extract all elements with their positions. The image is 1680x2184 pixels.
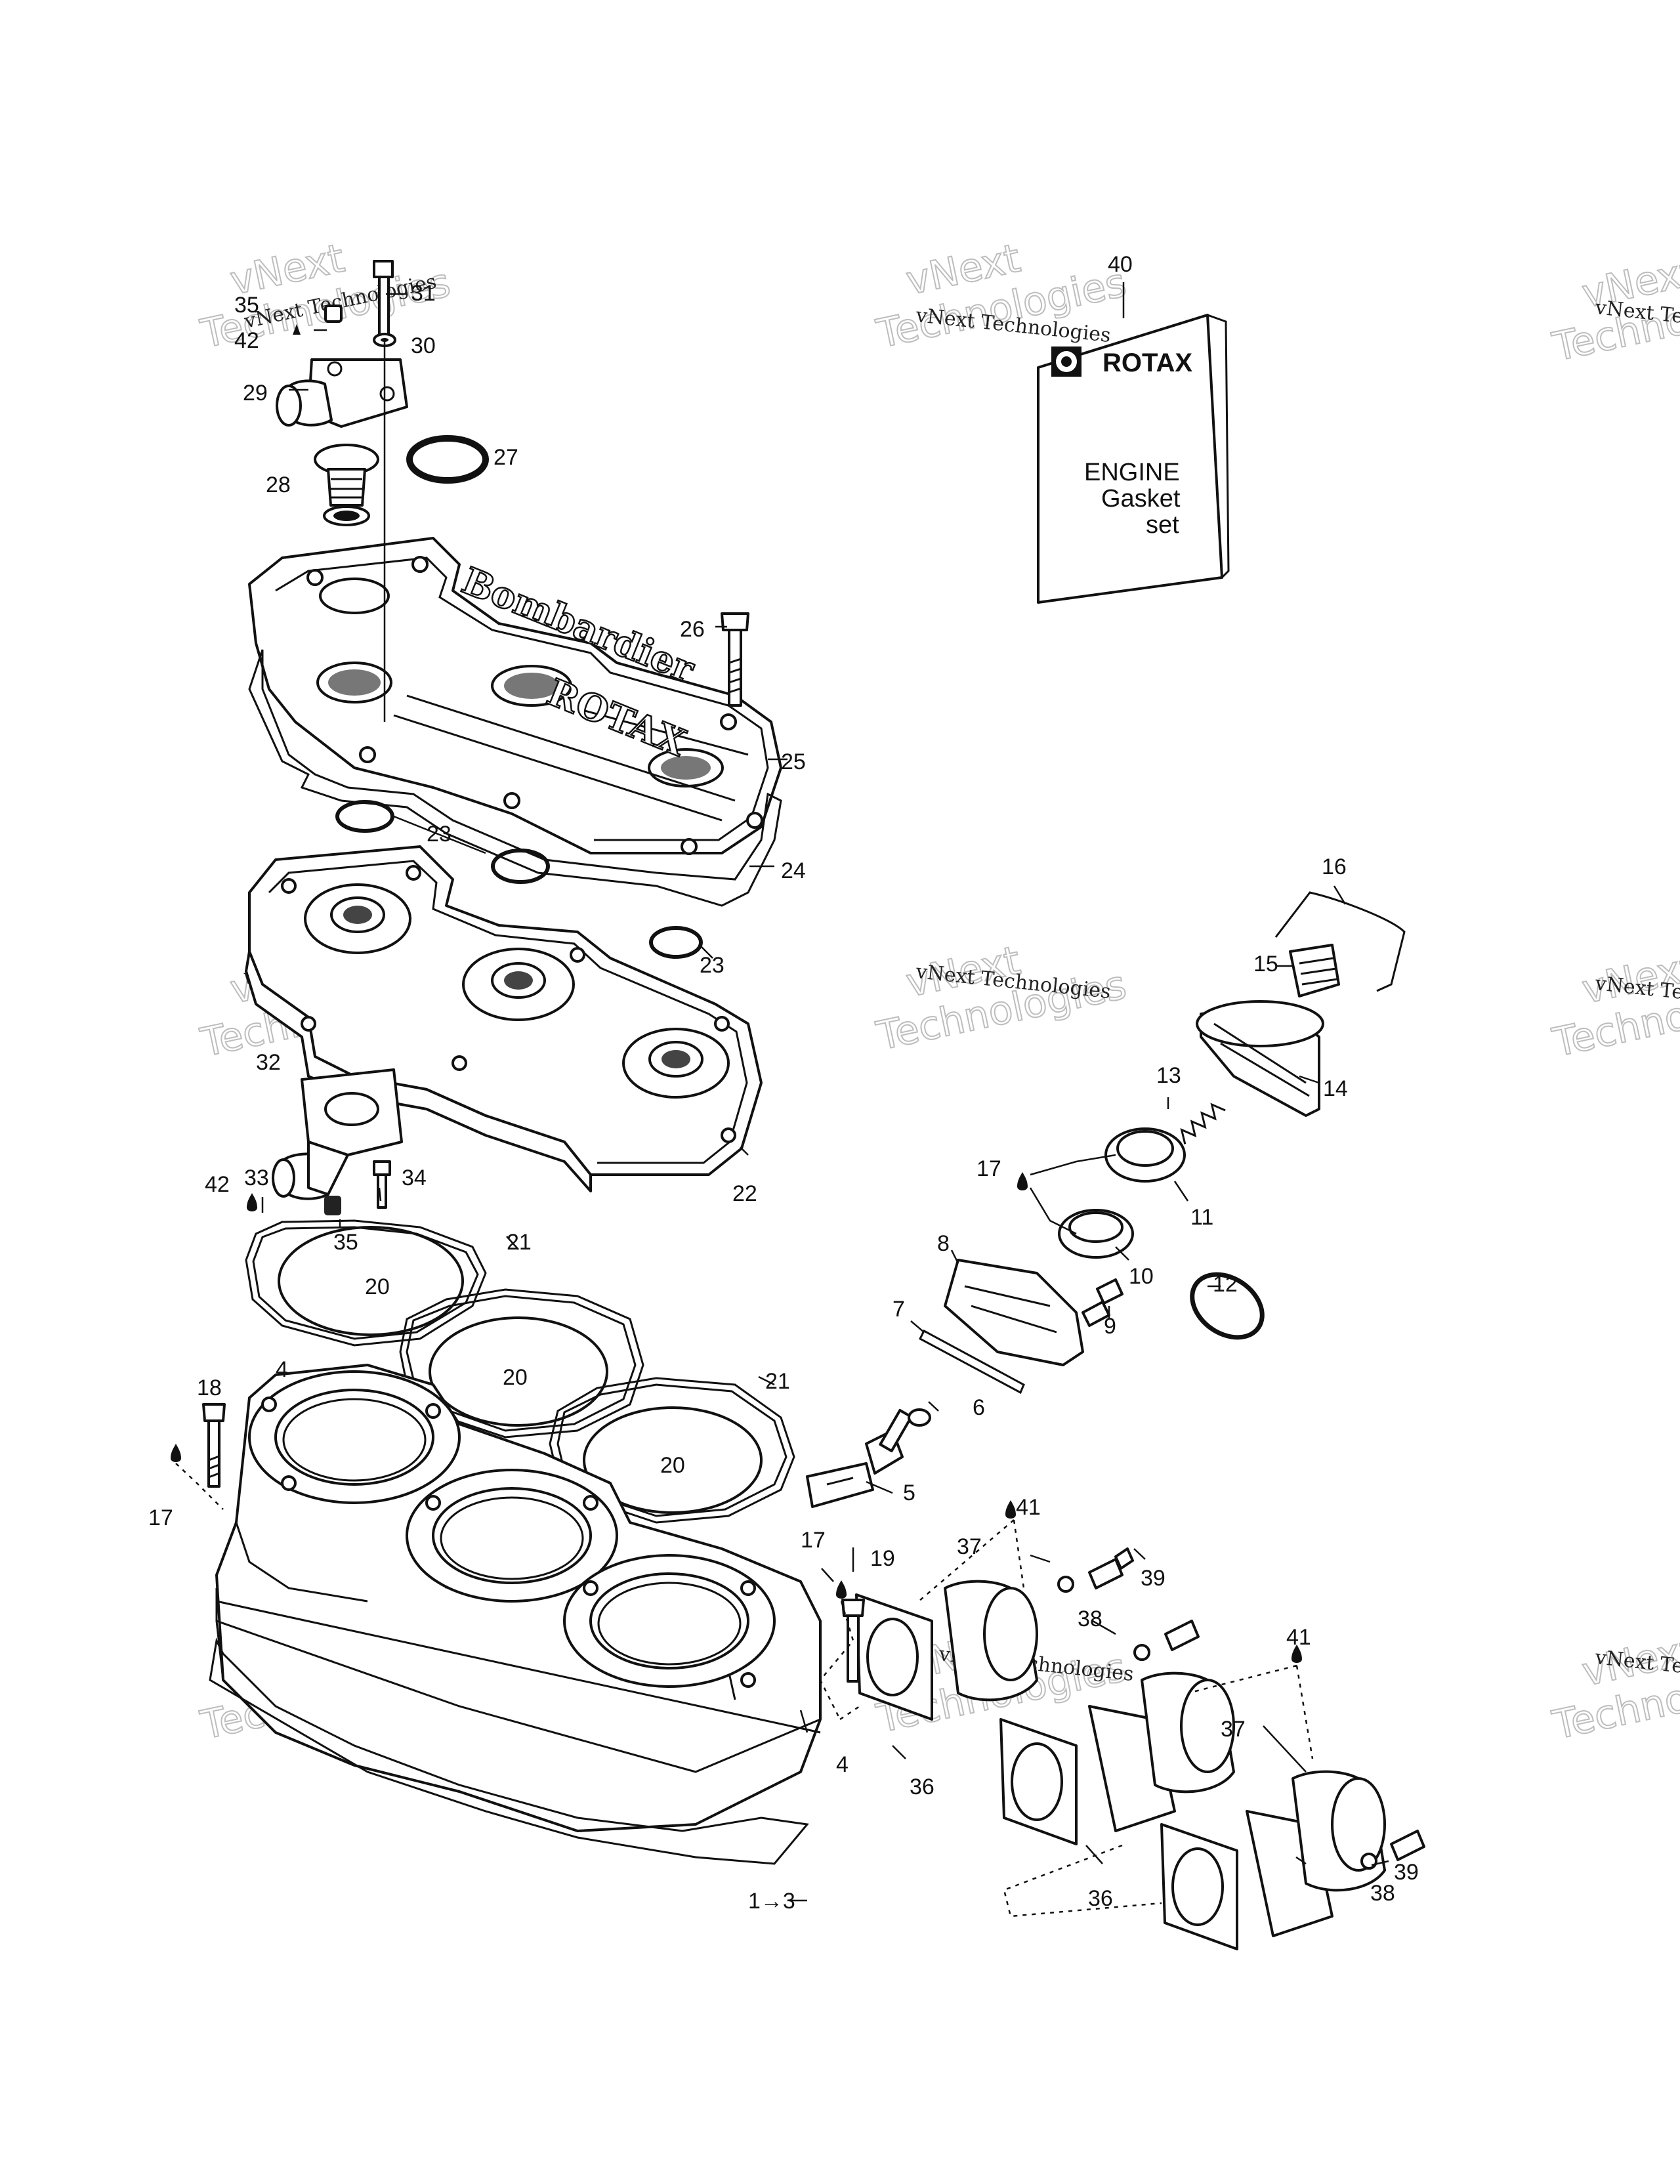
callout: 28 [266, 472, 291, 497]
callout: 8 [937, 1231, 950, 1256]
o-ring [335, 800, 394, 833]
cover-gasket [248, 649, 782, 907]
callout: 29 [243, 381, 268, 406]
callout: 38 [1078, 1606, 1102, 1631]
thermostat-housing-assembly [276, 260, 489, 526]
callout: 6 [973, 1395, 985, 1420]
booklet-line-3: set [1146, 511, 1179, 539]
callout: 19 [870, 1546, 895, 1571]
callout: 17 [976, 1156, 1001, 1181]
leader-lines [175, 282, 1389, 1918]
callout: 39 [1394, 1860, 1419, 1885]
callout: 42 [205, 1172, 230, 1197]
callout: 38 [1370, 1881, 1395, 1906]
callout: 1→3 [748, 1889, 795, 1914]
exhaust-flange-3 [1160, 1770, 1425, 1950]
callout: 20 [365, 1274, 390, 1299]
cylinder-block [215, 1364, 822, 1832]
callout: 14 [1323, 1076, 1348, 1101]
callout: 21 [507, 1230, 532, 1255]
o-ring [649, 926, 703, 959]
callout: 20 [660, 1453, 685, 1478]
water-outlet-assembly [247, 1068, 403, 1215]
callout: 42 [234, 328, 259, 353]
callout: 15 [1253, 952, 1278, 976]
callout: 40 [1108, 252, 1133, 277]
callout: 33 [244, 1166, 269, 1190]
callout: 11 [1190, 1205, 1213, 1230]
callout: 16 [1322, 854, 1347, 879]
callout: 20 [503, 1365, 528, 1390]
cylinder-head-cover: Bombardier ROTAX [248, 537, 782, 855]
callout: 41 [1286, 1625, 1311, 1650]
o-ring [491, 849, 550, 884]
callout: 13 [1156, 1063, 1181, 1088]
booklet-line-1: ENGINE [1084, 459, 1180, 486]
callout: 12 [1213, 1272, 1238, 1297]
callout: 39 [1141, 1566, 1166, 1591]
callout: 17 [801, 1528, 826, 1553]
callout: 41 [1016, 1495, 1041, 1520]
callout: 23 [700, 953, 724, 978]
callout: 4 [836, 1752, 849, 1777]
base-gasket [209, 1637, 809, 1865]
callout: 35 [333, 1230, 358, 1255]
booklet-brand: ROTAX [1102, 348, 1192, 377]
callout: 35 [234, 293, 259, 318]
exhaust-flange-1 [836, 1500, 1200, 1721]
callout: 22 [732, 1181, 757, 1206]
callout: 18 [197, 1376, 222, 1400]
gasket-set-booklet: ROTAX ENGINE Gasket set [1037, 314, 1230, 604]
callout: 37 [1221, 1717, 1246, 1742]
callout: 10 [1129, 1264, 1154, 1289]
callout: 23 [427, 822, 452, 847]
exhaust-flange-2 [999, 1645, 1302, 1845]
rave-valve-assembly [806, 891, 1406, 1508]
callout: 30 [411, 333, 436, 358]
callout: 34 [402, 1166, 427, 1190]
callout: 24 [781, 858, 806, 883]
callout: 25 [781, 749, 806, 774]
callout: 31 [411, 281, 436, 306]
cylinder-head [245, 845, 763, 1192]
callout: 32 [256, 1050, 281, 1075]
callout: 5 [903, 1480, 915, 1505]
callout: 36 [1088, 1886, 1113, 1911]
callout: 7 [892, 1297, 905, 1322]
callout: 36 [910, 1774, 934, 1799]
callout: 26 [680, 617, 705, 642]
o-ring [1190, 1272, 1265, 1340]
booklet-line-2: Gasket [1101, 485, 1181, 513]
callout: 37 [957, 1534, 982, 1559]
callout: 9 [1104, 1314, 1116, 1339]
callout: 17 [148, 1505, 173, 1530]
cylinder-bolt [171, 1403, 226, 1488]
callout-labels: 31 35 42 30 29 27 28 40 26 25 23 24 23 1… [148, 252, 1419, 1914]
callout: 4 [276, 1357, 288, 1382]
callout: 21 [765, 1369, 790, 1394]
callout: 27 [494, 445, 518, 470]
